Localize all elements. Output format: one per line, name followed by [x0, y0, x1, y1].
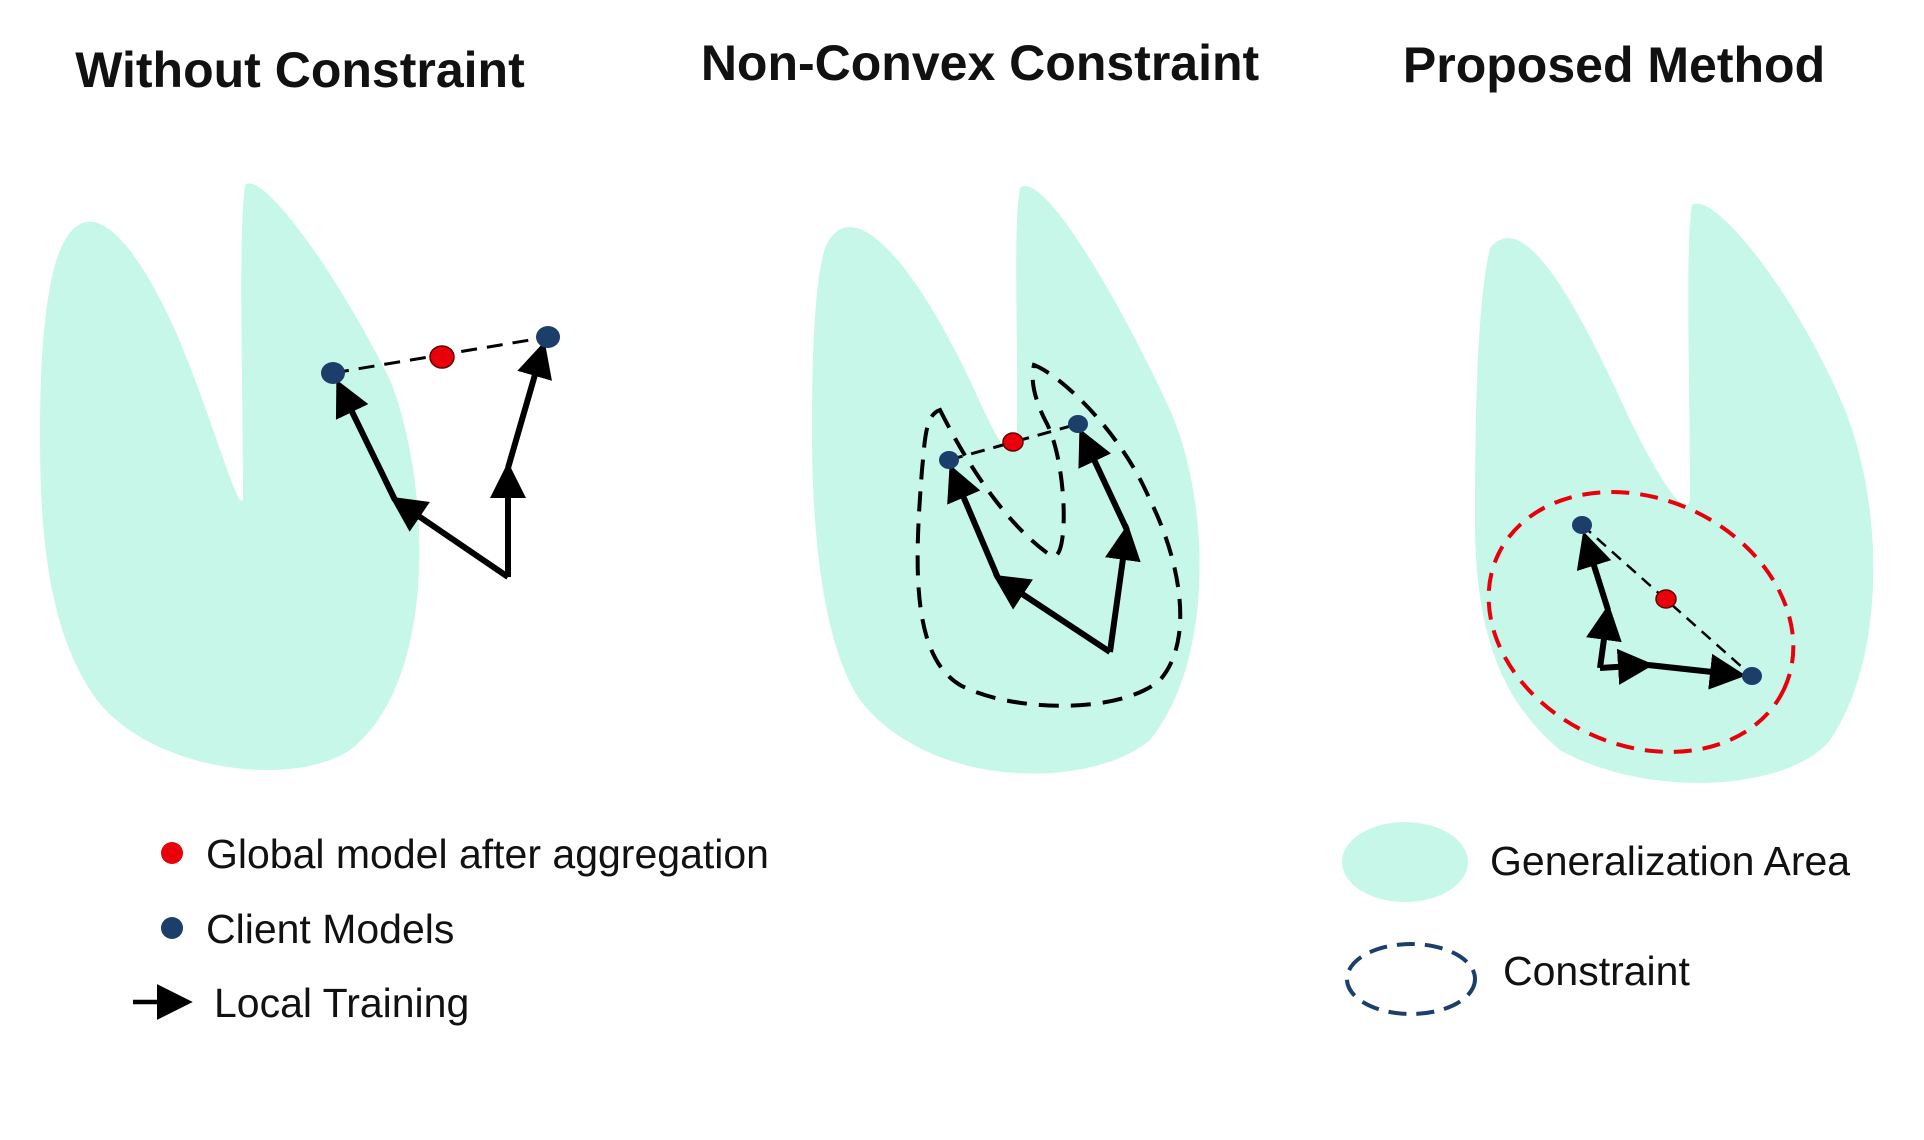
legend-constraint-label: Constraint [1503, 948, 1690, 994]
panel-without-constraint [40, 183, 560, 770]
generalization-area-shape [812, 186, 1200, 774]
proposed-constraint-ellipse [1486, 490, 1796, 754]
aggregation-line [1581, 524, 1753, 677]
local-training-arrow-right [1078, 428, 1130, 532]
client-model-dot [536, 326, 560, 348]
local-training-arrow-up [1576, 531, 1612, 611]
local-training-path-left [390, 496, 510, 580]
legend-constraint-swatch [1345, 942, 1477, 1016]
non-convex-constraint-outline [915, 362, 1183, 708]
legend-local-training-label: Local Training [214, 980, 469, 1026]
client-model-dot [1068, 415, 1088, 433]
local-training-arrow-right [505, 341, 552, 469]
panel-proposed-method [1475, 203, 1874, 783]
panel-non-convex-constraint [812, 186, 1200, 774]
local-training-path-up [1586, 604, 1622, 669]
legend-left: Global model after aggregation Client Mo… [133, 831, 769, 1026]
client-model-dot [1572, 516, 1592, 534]
panel-title-without-constraint: Without Constraint [75, 42, 525, 98]
client-model-dot [1742, 667, 1762, 685]
legend-generalization-area-label: Generalization Area [1490, 838, 1850, 884]
legend-generalization-area-swatch [1342, 822, 1468, 902]
panel-title-non-convex-constraint: Non-Convex Constraint [701, 35, 1260, 91]
legend-global-model-label: Global model after aggregation [206, 831, 769, 877]
local-training-path-right [1105, 524, 1141, 653]
global-model-dot [1002, 432, 1024, 452]
panel-title-proposed-method: Proposed Method [1403, 37, 1825, 93]
legend-right: Generalization Area Constraint [1342, 822, 1850, 1016]
local-training-arrow-left [947, 464, 1001, 580]
local-training-arrow-left [335, 379, 398, 502]
client-model-dot [321, 362, 345, 384]
local-training-path-left [992, 574, 1112, 655]
local-training-path-right [1599, 648, 1654, 685]
global-model-dot [1655, 589, 1677, 609]
client-model-dot [939, 451, 959, 469]
local-training-arrow-right [1647, 653, 1746, 690]
generalization-area-shape [40, 183, 420, 770]
legend-client-models-label: Client Models [206, 906, 454, 952]
legend-global-model-dot [161, 842, 183, 864]
legend-client-model-dot [161, 917, 183, 939]
global-model-dot [429, 345, 455, 369]
generalization-area-shape [1475, 203, 1874, 783]
